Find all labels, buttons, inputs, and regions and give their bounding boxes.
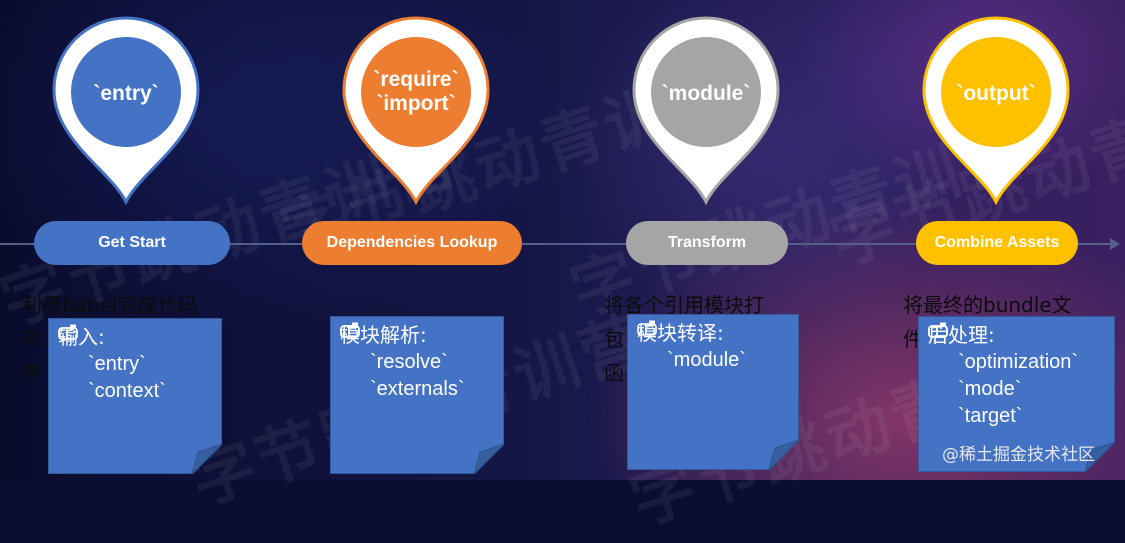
note-item-text: `entry` (88, 353, 146, 375)
description-line: 件 (22, 361, 42, 385)
note-title: 模块转译: (637, 321, 724, 345)
note-item: `resolve` (340, 322, 464, 376)
note-item-text: `context` (88, 380, 166, 402)
mailbox-icon (637, 320, 659, 369)
mailbox-icon (340, 322, 362, 371)
timeline-arrow-icon (1110, 238, 1120, 250)
note-dependencies-lookup: 模块解析: `resolve` `externals` (330, 316, 504, 474)
note-item-text: `module` (667, 349, 746, 371)
pin-label: `require` (373, 68, 459, 91)
note-title: 输入: (58, 325, 105, 349)
note-item-text: `target` (958, 405, 1023, 427)
note-item: `module` (637, 320, 746, 374)
pin-marker-get-start: `entry` (46, 10, 206, 206)
stage-pill-transform: Transform (626, 221, 788, 265)
pin-label: `output` (956, 82, 1036, 105)
stage-description: 将各个引用模块打 包 函 (604, 288, 764, 390)
note-title: 后处理: (928, 323, 995, 347)
pin-marker-dependencies-lookup: `require` `import` (336, 10, 496, 206)
pin-label: `entry` (93, 82, 159, 105)
note-item: `context` (58, 324, 166, 405)
pin-label: `import` (376, 92, 456, 115)
source-credit: @稀土掘金技术社区 (942, 445, 1095, 465)
stage-pill-combine-assets: Combine Assets (916, 221, 1078, 265)
description-line: 将各个引用模块打 (604, 293, 764, 317)
mailbox-icon (928, 322, 950, 371)
description-line: 利用babel完成代码 (22, 293, 198, 317)
note-item-text: `resolve` (370, 351, 448, 373)
stage-description: 将最终的bundle文 件 (903, 288, 1072, 356)
pin-label: `module` (661, 82, 751, 105)
mailbox-icon (340, 322, 362, 398)
mailbox-icon (58, 324, 80, 400)
timeline-line (0, 243, 1118, 245)
pin-marker-combine-assets: `output` (916, 10, 1076, 206)
note-combine-assets: 后处理: `optimization` `mode` `target` (918, 316, 1115, 472)
note-item: `target` (928, 322, 1078, 430)
note-get-start: 输入: `entry` `context` (48, 318, 222, 474)
note-title: 模块解析: (340, 323, 427, 347)
mailbox-icon (928, 322, 950, 425)
description-line: 转 (22, 327, 42, 351)
note-item: `externals` (340, 322, 465, 403)
stage-pill-dependencies-lookup: Dependencies Lookup (302, 221, 522, 265)
note-item: `entry` (58, 324, 166, 378)
note-item-text: `optimization` (958, 351, 1079, 373)
description-line: 将最终的bundle文 (903, 293, 1072, 317)
note-item: `optimization` (928, 322, 1079, 376)
note-item-text: `mode` (958, 378, 1022, 400)
mailbox-icon (58, 324, 80, 373)
description-line: 包 (604, 327, 624, 351)
mailbox-icon (928, 322, 950, 398)
stage-description: 利用babel完成代码 转 件 (22, 288, 198, 390)
note-transform: 模块转译: `module` (627, 314, 799, 470)
description-line: 函 (604, 361, 624, 385)
stage-pill-get-start: Get Start (34, 221, 230, 265)
note-item: `mode` (928, 322, 1078, 403)
pin-marker-transform: `module` (626, 10, 786, 206)
note-item-text: `externals` (370, 378, 465, 400)
